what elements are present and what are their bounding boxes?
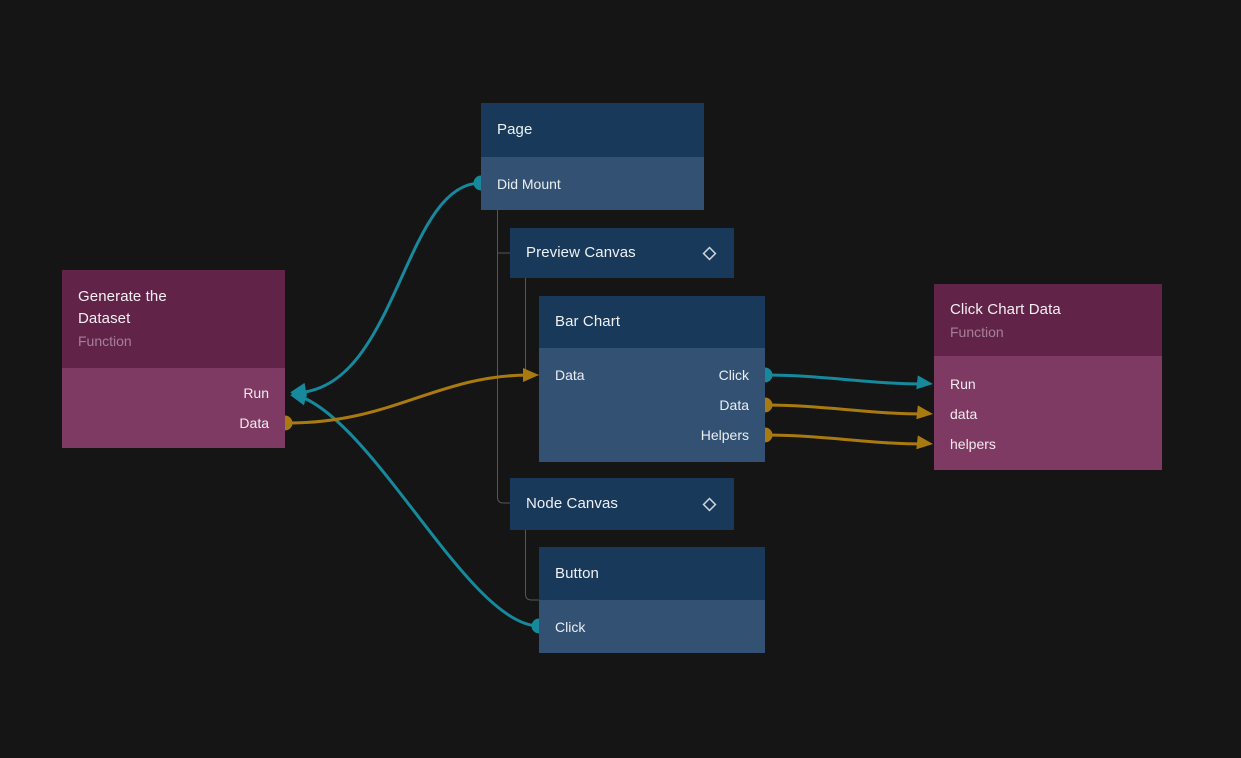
node-body: Did Mount [481, 157, 704, 210]
edge-arrow-clickchart-data [916, 405, 933, 420]
component-diamond-icon [701, 245, 718, 262]
node-header: Bar Chart [539, 296, 765, 348]
edge-arrow-barchart-data [523, 368, 539, 382]
edge-arrow-clickchart-helpers [916, 435, 933, 450]
node-title: Button [555, 564, 599, 582]
edge-arrow-run-from-button [290, 391, 308, 406]
node-title: Bar Chart [555, 313, 621, 330]
port-helpers-output[interactable]: Helpers [700, 427, 749, 443]
node-body: Run Data [62, 368, 285, 448]
edge-arrow-run-from-didmount [290, 382, 307, 397]
port-data-output[interactable]: Data [239, 415, 269, 431]
port-run-input[interactable]: Run [950, 376, 976, 392]
node-title: Preview Canvas [526, 244, 636, 261]
port-data-input[interactable]: Data [555, 367, 585, 383]
node-body: Run data helpers [934, 356, 1162, 470]
edge-arrow-clickchart-run [916, 375, 933, 390]
node-header: Node Canvas [510, 478, 734, 530]
component-diamond-icon [701, 496, 718, 513]
node-preview-canvas[interactable]: Preview Canvas [510, 228, 734, 278]
port-data-output[interactable]: Data [719, 397, 749, 413]
port-did-mount-output[interactable]: Did Mount [497, 175, 561, 192]
edge-didmount-to-run[interactable] [291, 181, 483, 395]
edge-helpers-to-helpers[interactable] [763, 433, 927, 446]
node-node-canvas[interactable]: Node Canvas [510, 478, 734, 530]
port-click-output[interactable]: Click [555, 618, 586, 635]
tree-line-preview-children [525, 278, 539, 376]
edge-bardata-to-data[interactable] [763, 403, 927, 416]
node-header: Button [539, 547, 765, 600]
node-title: Generate the Dataset [78, 288, 167, 327]
node-header: Preview Canvas [510, 228, 734, 278]
node-header: Click Chart Data Function [934, 284, 1162, 356]
node-generate-the-dataset[interactable]: Generate the Dataset Function Run Data [62, 270, 285, 448]
node-body: Click [539, 600, 765, 653]
node-header: Generate the Dataset Function [62, 270, 285, 368]
port-helpers-input[interactable]: helpers [950, 436, 996, 452]
node-title: Page [497, 121, 533, 138]
edge-buttonclick-to-run[interactable] [291, 392, 541, 628]
node-bar-chart[interactable]: Bar Chart Data Click Data Helpers [539, 296, 765, 462]
edge-click-to-run[interactable] [763, 373, 927, 386]
node-subtitle: Function [78, 333, 132, 349]
port-run-input[interactable]: Run [243, 385, 269, 401]
node-page[interactable]: Page Did Mount [481, 103, 704, 210]
port-click-output[interactable]: Click [718, 367, 749, 383]
node-header: Page [481, 103, 704, 157]
node-button[interactable]: Button Click [539, 547, 765, 653]
tree-line-page-children [497, 210, 510, 504]
node-subtitle: Function [950, 324, 1004, 340]
node-body: Data Click Data Helpers [539, 348, 765, 462]
edge-data-to-barchart[interactable] [283, 373, 532, 425]
node-click-chart-data[interactable]: Click Chart Data Function Run data helpe… [934, 284, 1162, 470]
port-data-input[interactable]: data [950, 406, 978, 422]
tree-line-nodecanvas-children [525, 530, 539, 601]
node-title: Click Chart Data [950, 301, 1061, 318]
node-title: Node Canvas [526, 495, 618, 512]
